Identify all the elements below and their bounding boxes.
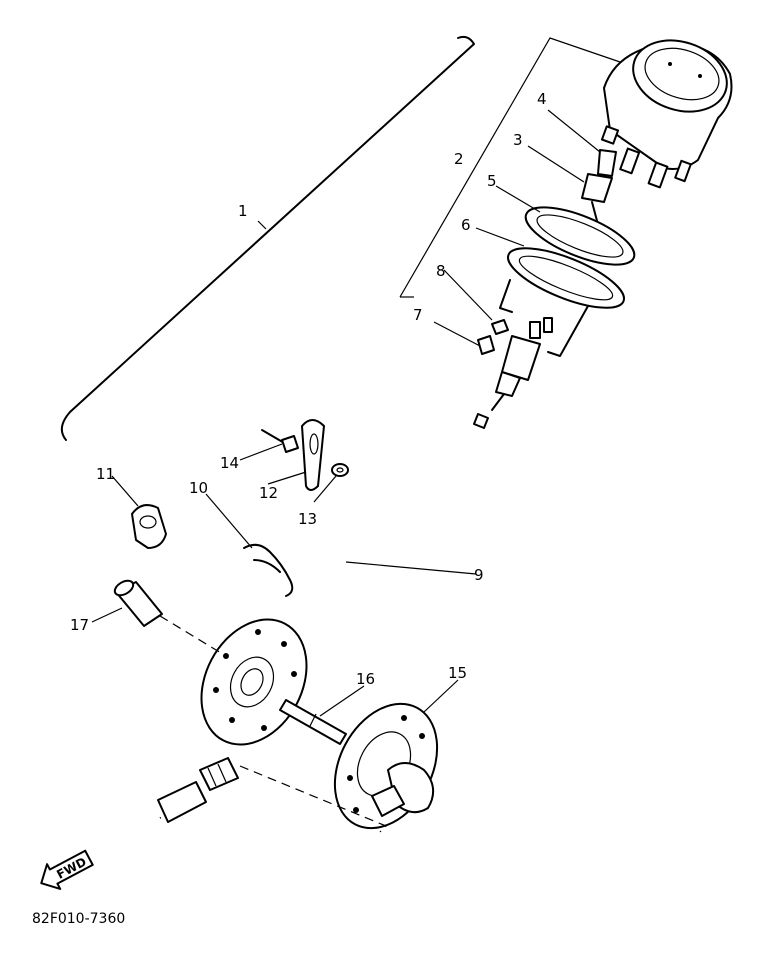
callout-10: 10: [189, 479, 208, 497]
meter-assembly: [600, 39, 733, 189]
cable-holder-12: [301, 419, 325, 491]
callout-8: 8: [436, 262, 446, 280]
part-code: 82F010-7360: [32, 911, 125, 927]
meter-stud-mid: [619, 147, 641, 175]
callout-7: 7: [413, 306, 423, 324]
meter-stud-left: [600, 125, 620, 145]
assembly-bracket-1: [60, 35, 475, 441]
ring-6: [507, 247, 625, 309]
nut-7: [477, 335, 495, 355]
cable-end-fitting: [157, 781, 207, 823]
callout-16: 16: [356, 670, 375, 688]
callout-11: 11: [96, 465, 115, 483]
cable-clamp-10: [243, 543, 294, 597]
callout-15: 15: [448, 664, 467, 682]
leader-1: [257, 220, 267, 230]
dash-line-17: [159, 615, 227, 657]
callout-4: 4: [537, 90, 547, 108]
meter-stud-right: [647, 161, 669, 189]
callout-17: 17: [70, 616, 89, 634]
mount-bracket: [491, 279, 589, 411]
socket-3: [581, 173, 613, 203]
cable-guide-11: [131, 504, 167, 549]
callout-12: 12: [259, 484, 278, 502]
cable-nut: [199, 757, 239, 791]
bulb-4: [597, 149, 617, 177]
callout-leaders: [91, 109, 601, 717]
fwd-arrow: FWD: [40, 849, 94, 890]
screw-14: [261, 429, 299, 453]
ring-5: [524, 206, 636, 266]
callout-2: 2: [454, 150, 464, 168]
callout-3: 3: [513, 131, 523, 149]
washer-13: [331, 463, 349, 477]
cable-fitting-tip: [495, 371, 521, 397]
callout-13: 13: [298, 510, 317, 528]
speedometer-cable: [37, 413, 489, 837]
drive-gear-plate: [200, 618, 308, 746]
callout-5: 5: [487, 172, 497, 190]
callout-1: 1: [238, 202, 248, 220]
assembly-bracket-2: [399, 37, 621, 298]
meter-stud-far: [674, 159, 692, 183]
sleeve-17: [113, 579, 163, 627]
speedometer-gear-unit-15: [333, 702, 439, 830]
callout-6: 6: [461, 216, 471, 234]
meter-face-inner: [644, 47, 720, 101]
dash-line-cable: [239, 765, 388, 833]
callout-9: 9: [474, 566, 484, 584]
callout-14: 14: [220, 454, 239, 472]
meter-face-mark-a: [668, 62, 672, 66]
nut-8: [491, 319, 509, 335]
pin-16: [279, 699, 347, 745]
meter-face-mark-b: [698, 74, 702, 78]
cable-fitting: [501, 335, 541, 381]
